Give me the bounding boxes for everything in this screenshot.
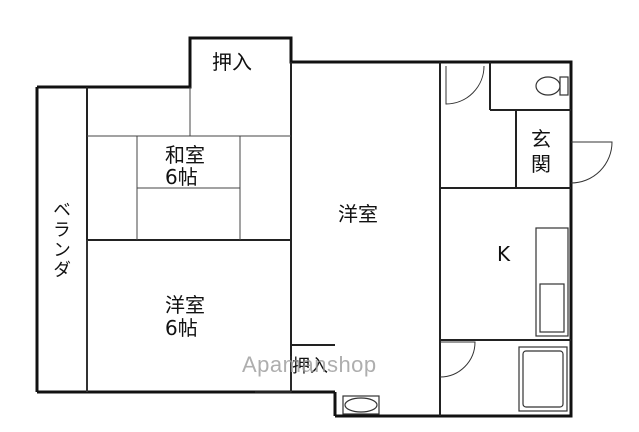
balcony-label: ベランダ xyxy=(50,200,71,280)
washbasin xyxy=(344,397,378,413)
genkan-label-1: 玄 xyxy=(531,127,551,151)
interior-walls xyxy=(86,62,571,416)
kitchen-counter xyxy=(535,227,569,337)
youshitsu-left-size-label: 6帖 xyxy=(165,316,198,340)
kitchen-sink xyxy=(539,283,565,333)
fixtures xyxy=(342,76,569,415)
genkan-label-2: 関 xyxy=(531,152,551,176)
toilet-bowl xyxy=(535,76,561,96)
washitsu-size-label: 6帖 xyxy=(165,165,198,189)
bathtub xyxy=(518,346,568,412)
youshitsu-center-label: 洋室 xyxy=(338,202,378,226)
closet-top-label: 押入 xyxy=(212,50,252,74)
toilet-tank xyxy=(559,76,569,96)
doors xyxy=(255,65,613,393)
youshitsu-left-name-label: 洋室 xyxy=(165,293,205,317)
kitchen-label: K xyxy=(497,242,511,266)
watermark: Apamanshop xyxy=(242,352,377,377)
washitsu-name-label: 和室 xyxy=(165,143,205,167)
tatami-lines xyxy=(86,87,291,392)
closet-bottom-label: 押入 xyxy=(292,356,328,377)
